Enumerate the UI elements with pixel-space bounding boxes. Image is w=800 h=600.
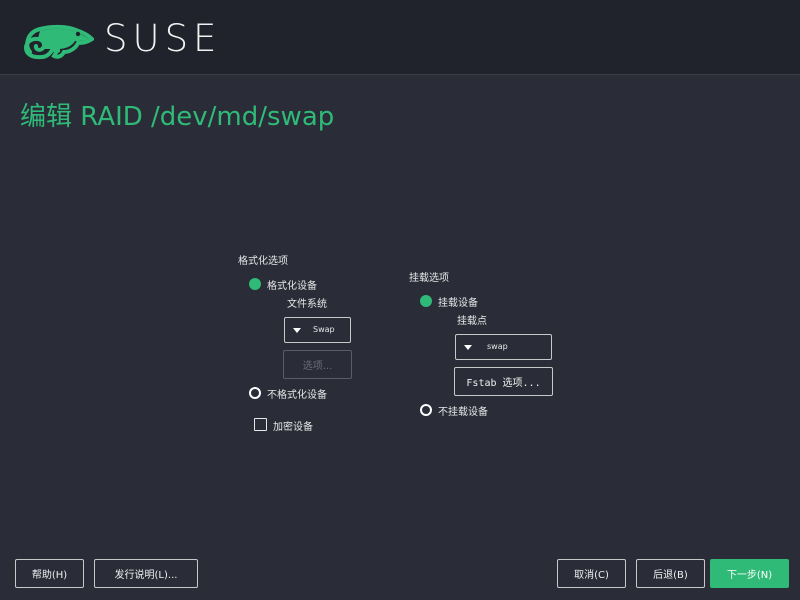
no-format-radio[interactable] (249, 387, 261, 399)
no-format-label[interactable]: 不格式化设备 (267, 390, 327, 401)
back-button[interactable]: 后退(B) (636, 559, 705, 588)
filesystem-label: 文件系统 (287, 299, 327, 310)
cancel-button[interactable]: 取消(C) (557, 559, 626, 588)
chevron-down-icon (464, 345, 472, 350)
help-button[interactable]: 帮助(H) (15, 559, 84, 588)
no-mount-label[interactable]: 不挂载设备 (438, 407, 488, 418)
next-button[interactable]: 下一步(N) (710, 559, 789, 588)
format-device-radio[interactable] (249, 278, 261, 290)
mount-options-label: 挂载选项 (409, 273, 449, 284)
no-mount-radio[interactable] (420, 404, 432, 416)
format-options-button[interactable]: 选项... (283, 350, 352, 379)
filesystem-value: Swap (313, 325, 335, 334)
format-options-label: 格式化选项 (238, 256, 288, 267)
encrypt-device-label[interactable]: 加密设备 (273, 422, 313, 433)
logo-text: SUSE (104, 17, 222, 60)
chameleon-icon (22, 22, 96, 64)
release-notes-button[interactable]: 发行说明(L)... (94, 559, 198, 588)
filesystem-combo[interactable]: Swap (284, 317, 351, 343)
mount-point-label: 挂载点 (457, 316, 487, 327)
fstab-options-button[interactable]: Fstab 选项... (454, 367, 553, 396)
header-bar: SUSE (0, 0, 800, 75)
encrypt-device-checkbox[interactable] (254, 418, 267, 431)
mount-point-value: swap (487, 342, 508, 351)
page-title: 编辑 RAID /dev/md/swap (20, 102, 335, 132)
format-device-label[interactable]: 格式化设备 (267, 281, 317, 292)
mount-device-label[interactable]: 挂载设备 (438, 298, 478, 309)
mount-device-radio[interactable] (420, 295, 432, 307)
mount-point-combo[interactable]: swap (455, 334, 552, 360)
chevron-down-icon (293, 328, 301, 333)
